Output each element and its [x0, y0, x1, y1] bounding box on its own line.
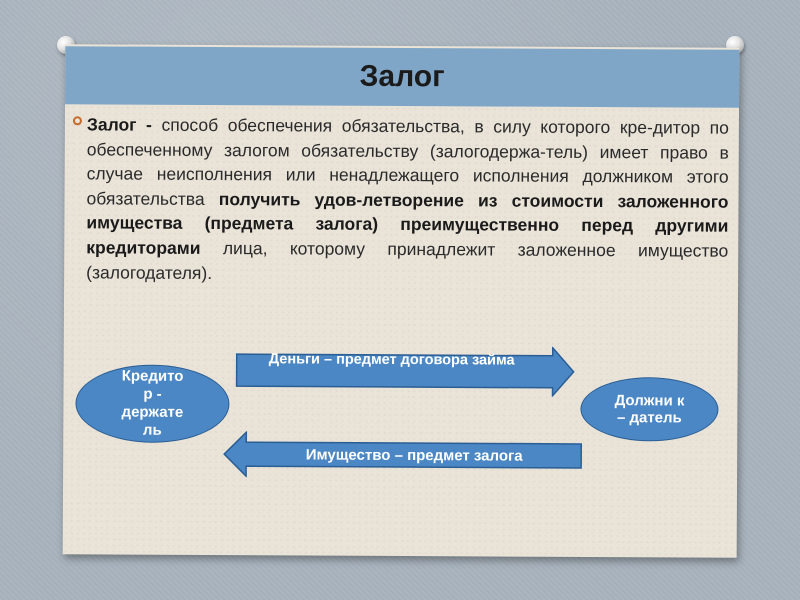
money-arrow: Деньги – предмет договора займа: [235, 345, 576, 397]
slide-card: Залог Залог - способ обеспечения обязате…: [62, 44, 740, 558]
creditor-label: Кредито р - держате ль: [121, 367, 184, 439]
property-arrow-label: Имущество – предмет залога: [305, 446, 523, 465]
debtor-ellipse: Должни к – датель: [580, 376, 719, 442]
property-arrow: Имущество – предмет залога: [223, 431, 583, 479]
creditor-ellipse: Кредито р - держате ль: [75, 364, 230, 444]
definition-term: Залог -: [86, 114, 162, 135]
definition-bullet: Залог - способ обеспечения обязательства…: [72, 112, 729, 288]
left-arrow-icon: [223, 431, 583, 479]
money-arrow-label: Деньги – предмет договора займа: [268, 351, 515, 369]
debtor-label: Должни к – датель: [614, 392, 685, 427]
circle-bullet-icon: [72, 116, 82, 126]
right-arrow-icon: [235, 345, 575, 397]
definition-paragraph: Залог - способ обеспечения обязательства…: [72, 112, 729, 288]
slide-title: Залог: [359, 59, 445, 94]
title-band: Залог: [65, 46, 740, 108]
